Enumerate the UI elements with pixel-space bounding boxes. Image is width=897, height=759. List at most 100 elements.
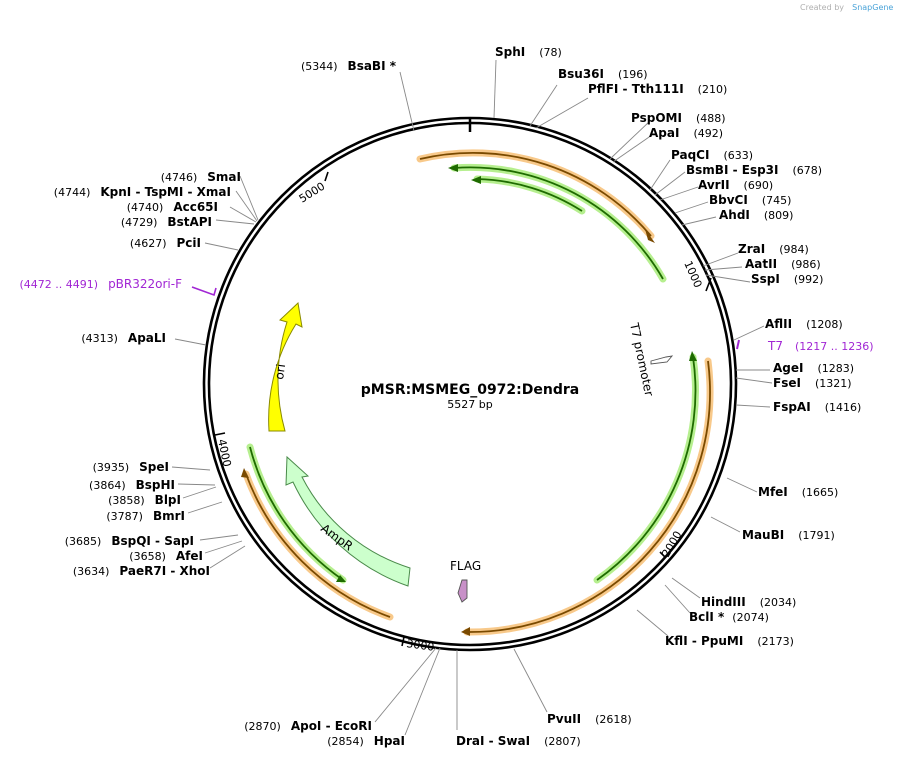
leader-sspi [705, 274, 751, 283]
site-leaders [171, 59, 773, 736]
site-acc65i: (4740)Acc65I [127, 200, 218, 214]
site-fsei: FseI(1321) [773, 376, 852, 390]
orf-arc-top-green-2 [473, 175, 586, 215]
leader-pcii [204, 242, 239, 251]
leader-pflfi [535, 97, 589, 129]
flag-label: FLAG [450, 559, 481, 573]
leader-aatii [704, 266, 743, 271]
site-bmri: (3787)BmrI [106, 509, 185, 523]
site-bsabi: (5344)BsaBI * [301, 59, 397, 73]
orf-arc-top-orange-line [419, 152, 652, 237]
leader-bsphi [177, 483, 216, 486]
leader-fspai [735, 404, 771, 408]
tick-2000 [659, 551, 667, 559]
site-paer7i: (3634)PaeR7I - XhoI [73, 564, 210, 578]
leader-kfli [636, 609, 669, 637]
credit-text: Created by SnapGene [800, 0, 893, 14]
site-apali: (4313)ApaLI [81, 331, 166, 345]
tick-label-4000: 4000 [215, 438, 234, 468]
leader-bsabi [399, 71, 415, 132]
leader-avrii [659, 186, 699, 201]
orf-arc-right-green-head [689, 351, 697, 361]
leader-blpi [182, 486, 217, 499]
site-bstapi: (4729)BstAPI [121, 215, 212, 229]
site-zrai: ZraI(984) [738, 242, 809, 256]
primer-pbr322ori-label: (4472 .. 4491)pBR322ori-F [20, 277, 183, 291]
site-sspi: SspI(992) [751, 272, 823, 286]
site-aatii: AatII(986) [745, 257, 821, 271]
site-ahdi: AhdI(809) [719, 208, 793, 222]
site-pflfi: PflFI - Tth111I(210) [588, 82, 727, 96]
leader-hindiii [671, 577, 701, 599]
site-drai: DraI - SwaI(2807) [456, 734, 581, 748]
site-paqci: PaqCI(633) [671, 148, 753, 162]
site-pvuii: PvuII(2618) [547, 712, 632, 726]
site-pcii: (4627)PciI [130, 236, 201, 250]
leader-zrai [702, 252, 739, 267]
orf-arc-left-green-head [336, 575, 346, 582]
site-sphi: SphI(78) [495, 45, 562, 59]
site-spei: (3935)SpeI [93, 460, 169, 474]
leader-bmri [187, 501, 223, 514]
ori-label: ori [272, 363, 288, 380]
plasmid-name: pMSR:MSMEG_0972:Dendra [361, 382, 579, 398]
leader-aflii [733, 325, 765, 341]
site-apai: ApaI(492) [649, 126, 723, 140]
site-smai: (4746)SmaI [161, 170, 241, 184]
leader-kpni [235, 190, 258, 222]
leader-pspomi [609, 120, 651, 160]
leader-maubi [710, 516, 741, 533]
site-blpi: (3858)BlpI [108, 493, 181, 507]
primer-t7-glyph [736, 339, 740, 350]
orf-arc-top-green-1-line [453, 166, 664, 280]
orf-arc-top-green-2-head [471, 176, 481, 184]
orf-arc-top-green-1 [450, 163, 667, 283]
leader-apali [174, 338, 207, 346]
leader-hpai [404, 647, 441, 736]
tick-3000 [401, 636, 405, 647]
site-bsu36i: Bsu36I(196) [558, 67, 648, 81]
t7-promoter-label: T7 promoter [627, 321, 656, 398]
leader-spei [171, 466, 211, 471]
ori-feature [268, 301, 303, 432]
feature-arcs [241, 149, 714, 636]
site-bbvci: BbvCI(745) [709, 193, 791, 207]
site-pspomi: PspOMI(488) [631, 111, 726, 125]
site-maubi: MauBI(1791) [742, 528, 835, 542]
leader-apai [612, 134, 653, 163]
orf-arc-top-green-2-line [476, 178, 583, 212]
leader-smai [239, 175, 259, 221]
leader-ahdi [681, 216, 717, 226]
leader-mfei [726, 477, 758, 493]
site-afei: (3658)AfeI [129, 549, 203, 563]
site-apoi: (2870)ApoI - EcoRI [244, 719, 372, 733]
leader-afei [204, 540, 243, 554]
t7-promoter-feature [650, 355, 674, 365]
plasmid-length: 5527 bp [447, 398, 492, 411]
orf-arc-right-green-line [596, 356, 697, 581]
leader-bstapi [215, 219, 255, 225]
leader-pvuii [513, 648, 548, 713]
flag-feature [457, 579, 468, 603]
site-hpai: (2854)HpaI [327, 734, 405, 748]
site-kfli: KflI - PpuMI(2173) [665, 634, 794, 648]
orf-arc-top-green-1-head [448, 164, 458, 172]
site-agei: AgeI(1283) [773, 361, 854, 375]
orf-arc-top-orange-head [645, 229, 655, 243]
leader-paqci [649, 159, 671, 191]
leader-fsei [735, 377, 773, 384]
leader-bspqi [199, 534, 239, 541]
tick-1000 [705, 277, 712, 292]
site-kpni: (4744)KpnI - TspMI - XmaI [54, 185, 231, 199]
leader-bsu36i [529, 84, 558, 127]
leader-apoi [374, 647, 437, 723]
site-bsphi: (3864)BspHI [89, 478, 175, 492]
site-labels: SphI(78) Bsu36I(196) PflFI - Tth111I(210… [54, 45, 861, 748]
leader-bbvci [674, 201, 709, 214]
orf-arc-left-orange-head [241, 468, 249, 478]
tick-5000 [324, 171, 329, 182]
site-avrii: AvrII(690) [698, 178, 773, 192]
orf-arc-left-green-line [249, 446, 344, 581]
site-mfei: MfeI(1665) [758, 485, 838, 499]
